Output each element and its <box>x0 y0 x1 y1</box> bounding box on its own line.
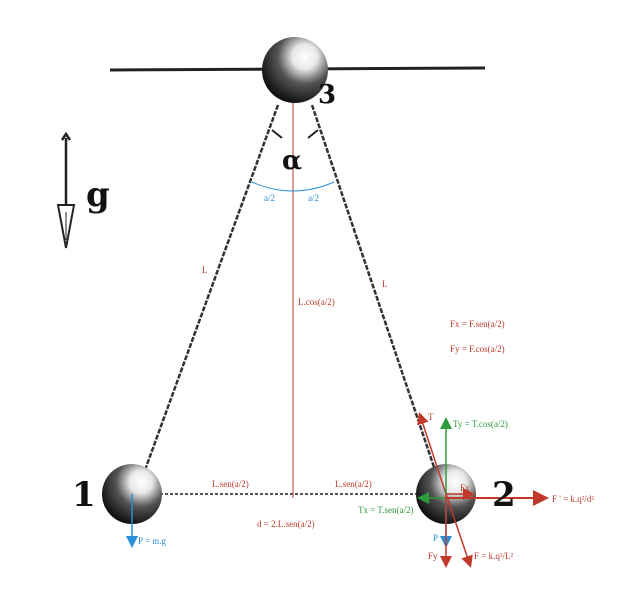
f-label: F = k.q²/L² <box>474 551 514 561</box>
alpha-label: α <box>282 146 303 176</box>
f-arrow <box>445 493 473 568</box>
sphere-1-label: 1 <box>72 475 96 515</box>
sphere-3-label: 3 <box>318 80 337 110</box>
tension-arrow <box>417 412 447 495</box>
lsen-right-label: L.sen(a/2) <box>335 479 372 489</box>
weight-2-label: P <box>433 533 439 543</box>
length-left: L <box>202 265 208 275</box>
lsen-left-label: L.sen(a/2) <box>212 479 249 489</box>
length-right: L <box>382 279 388 289</box>
sphere-2-label: 2 <box>492 475 516 515</box>
half-angle-left: a/2 <box>264 193 275 203</box>
string-right <box>310 104 437 471</box>
tx-label: Tx = T.sen(a/2) <box>358 505 414 515</box>
distance-label: d = 2.L.sen(a/2) <box>257 519 315 529</box>
string-left <box>143 104 280 471</box>
ty-label: Ty = T.cos(a/2) <box>453 419 508 429</box>
fx-label: Fx <box>460 483 470 493</box>
fx-equation: Fx = F.sen(a/2) <box>450 319 505 329</box>
fy-label: Fy <box>428 551 438 561</box>
fy-equation: Fy = F.cos(a/2) <box>450 344 505 354</box>
gravity-label: g <box>86 175 110 215</box>
half-angle-right: a/2 <box>308 193 319 203</box>
lcos-label: L.cos(a/2) <box>298 297 335 307</box>
sphere-3 <box>262 37 328 103</box>
tension-label: T <box>428 412 434 422</box>
weight-1-label: P = m.g <box>138 536 166 546</box>
fprime-label: F ' = k.q²/d² <box>552 494 595 504</box>
half-angle-arc <box>251 181 335 192</box>
gravity-arrow <box>56 131 76 249</box>
alpha-arc-marks <box>271 129 319 139</box>
